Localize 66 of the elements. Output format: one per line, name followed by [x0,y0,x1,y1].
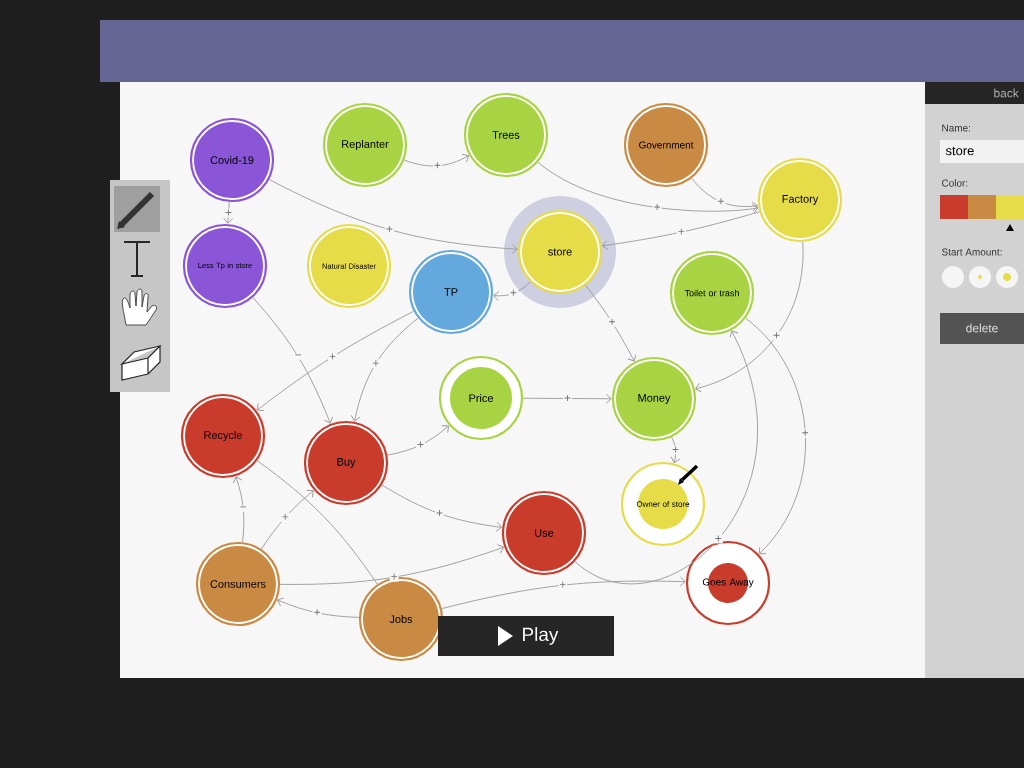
field-label: Name: [942,124,970,132]
edge-label: + [671,445,680,455]
edge-label: + [435,509,444,519]
edge-label: + [652,203,662,212]
arrow [585,284,637,362]
edge-label: + [772,331,781,341]
edge-label: + [563,394,572,403]
edge-label: + [384,225,394,235]
loop-node: Buy [303,420,389,506]
loop-node: Replanter [322,102,408,188]
arrow [381,484,503,532]
edge-label: + [676,227,686,237]
edge-label: − [293,353,303,360]
edge-label: + [800,428,810,438]
edge-label: + [280,513,290,522]
loop-node: Recycle [180,393,266,479]
edge-label: + [607,317,617,327]
arrow [350,317,419,422]
loop-node: Price [438,355,524,441]
arrow [260,490,314,550]
arrow [745,317,806,555]
loop-node: TP [408,249,494,335]
edge-label: + [558,580,568,590]
play-button: Play [438,616,614,656]
input-field: store [940,140,1024,163]
arrow [256,310,415,412]
loop-node: Trees [463,92,549,178]
edge-label: + [312,608,322,618]
arrow [279,544,505,585]
arrow [670,436,681,464]
edge-label: + [328,352,337,362]
arrow [695,241,804,393]
loop-node: Toilet or trash [669,250,755,336]
edge-label: + [508,288,518,298]
top-bar: back [925,82,1024,104]
arrow [522,393,612,404]
arrow [386,425,450,456]
arrow [691,177,759,212]
edge-label: + [389,572,399,582]
loop-node: Covid-19 [189,117,275,203]
edge-label: + [224,208,233,218]
arrow [277,597,360,618]
loop-node: Use [501,490,587,576]
arrow [252,297,334,424]
arrow [441,576,686,610]
arrow [268,179,518,254]
arrow [493,281,531,301]
loop-node: Government [623,102,709,188]
loop-node: Factory [757,157,843,243]
edge-label: + [713,534,723,544]
arrow [574,330,758,584]
edge-label: + [716,197,726,207]
arrow [601,211,761,251]
delete-button: delete [940,313,1024,344]
arrow [403,153,470,167]
loop-node: Money [611,356,697,442]
field-label: Start Amount: [942,248,1002,256]
field-label: Color: [942,179,968,187]
arrow [223,201,234,224]
edge-label: + [371,359,381,369]
edge-label: + [416,440,425,450]
arrow [232,476,245,543]
arrow [537,161,759,214]
edge-label: − [238,505,248,512]
edge-label: + [432,161,442,171]
loop-node: Consumers [195,541,281,627]
